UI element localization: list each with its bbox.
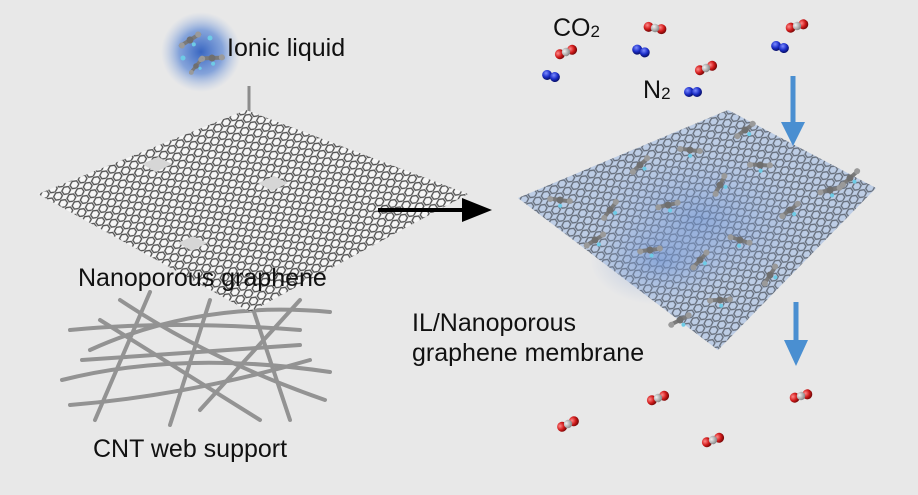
- ionic-liquid-droplet: [161, 12, 241, 92]
- cnt-web-support-label: CNT web support: [93, 435, 288, 463]
- n2-molecule-icon: [541, 68, 561, 84]
- co2-label: CO2: [553, 16, 600, 41]
- n2-label-subscript: 2: [661, 84, 671, 103]
- n2-label-main: N: [643, 76, 662, 104]
- co2-molecule-icon: [784, 18, 810, 34]
- membrane-label: IL/Nanoporous graphene membrane: [412, 308, 644, 368]
- co2-label-subscript: 2: [590, 22, 600, 41]
- co2-label-main: CO: [553, 14, 591, 42]
- right-arrow-icon: [378, 198, 492, 222]
- n2-molecule-icon: [770, 39, 790, 55]
- co2-molecule-icon: [555, 414, 581, 434]
- co2-molecule-icon: [693, 59, 719, 77]
- cnt-web-support: [60, 290, 332, 427]
- membrane-label-line2: graphene membrane: [412, 339, 645, 367]
- membrane-label-line1: IL/Nanoporous: [412, 309, 577, 337]
- il-graphene-membrane: [518, 110, 876, 350]
- co2-molecule-icon: [642, 21, 668, 35]
- co2-molecule-icon: [645, 389, 671, 407]
- blue-down-arrow-icon: [784, 302, 808, 366]
- n2-molecule-icon: [630, 43, 652, 59]
- nanoporous-graphene-label: Nanoporous graphene: [78, 264, 327, 292]
- co2-molecule-icon: [553, 43, 579, 61]
- nanoporous-graphene-sheet: [38, 110, 468, 312]
- ionic-liquid-label: Ionic liquid: [227, 34, 346, 62]
- co2-molecule-icon: [700, 431, 726, 449]
- blue-down-arrow-icon: [781, 76, 805, 146]
- n2-label: N2: [643, 78, 671, 103]
- n2-molecule-icon: [684, 87, 702, 97]
- co2-molecule-icon: [788, 388, 814, 404]
